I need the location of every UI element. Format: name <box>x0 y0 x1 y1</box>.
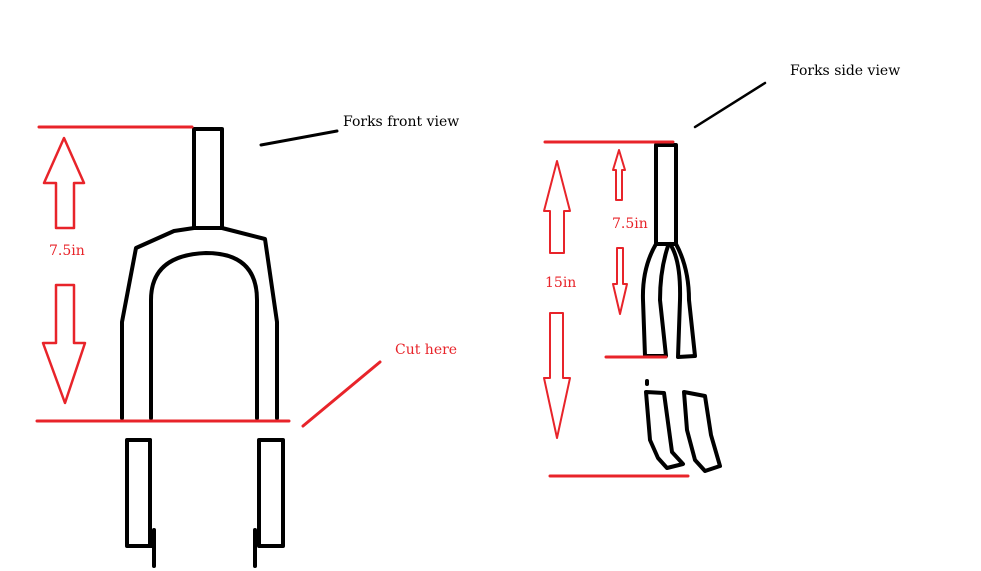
left-lower-leg <box>125 438 154 548</box>
cut-here-label: Cut here <box>395 342 458 358</box>
side-view-label: Forks side view <box>790 63 901 79</box>
side-total-up-arrow <box>543 160 571 254</box>
side-upper-blade-inner <box>668 242 697 359</box>
side-lower-blade-outer <box>644 390 685 470</box>
left-dropout <box>148 438 156 568</box>
side-steerer-tube <box>654 143 678 246</box>
fork-front <box>120 127 285 568</box>
side-view-pointer <box>693 81 767 129</box>
side-dimension <box>543 140 690 478</box>
steerer-tube <box>192 127 224 230</box>
front-dimension <box>35 125 382 428</box>
fork-crown-outer <box>120 226 279 420</box>
right-lower-leg <box>257 438 285 548</box>
front-view-label: Forks front view <box>343 114 460 130</box>
side-upper-blade-outer <box>640 242 670 358</box>
fork-crown-arch <box>149 251 259 420</box>
fork-side <box>640 143 722 473</box>
front-length-label: 7.5in <box>49 243 85 259</box>
front-up-arrow <box>42 136 86 230</box>
cut-pointer <box>301 360 382 428</box>
side-upper-down-arrow <box>612 247 628 315</box>
side-upper-length-label: 7.5in <box>612 216 648 232</box>
front-down-arrow <box>41 283 87 405</box>
side-upper-up-arrow <box>612 149 626 201</box>
side-total-down-arrow <box>543 312 571 439</box>
side-total-length-label: 15in <box>545 275 577 291</box>
front-view-pointer <box>259 129 339 147</box>
side-lower-blade-inner <box>682 390 722 473</box>
